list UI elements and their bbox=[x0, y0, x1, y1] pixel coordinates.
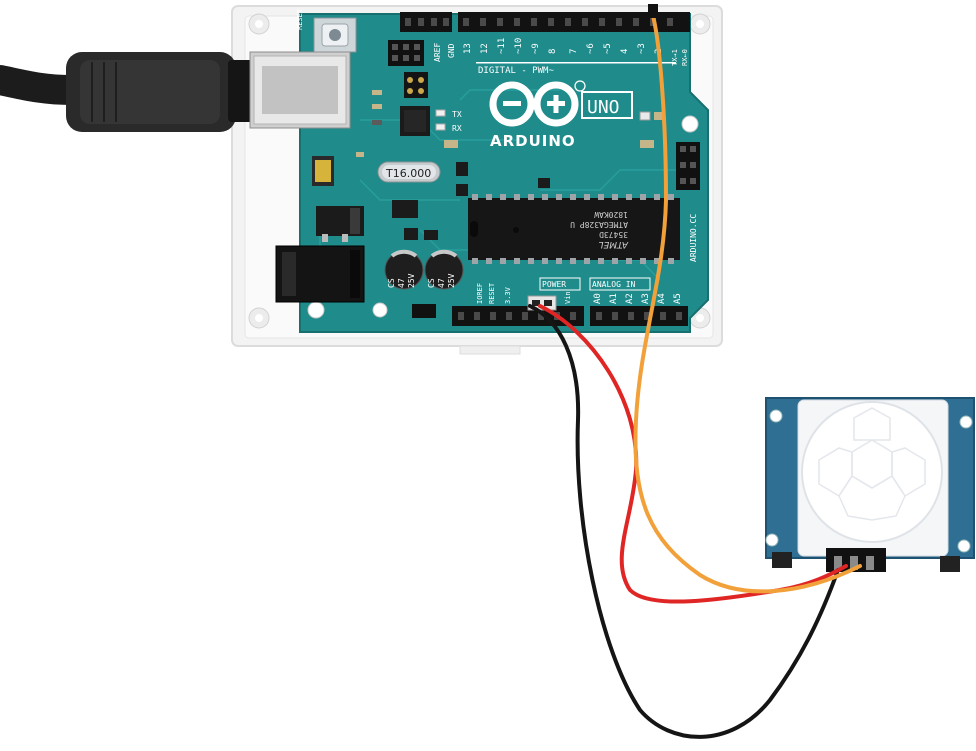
capacitor-text: CS bbox=[387, 278, 396, 288]
icsp-header-right bbox=[676, 142, 700, 190]
arduino-uno-board: RESET AREF GND 13 12 ~11 ~10 bbox=[275, 8, 709, 333]
reset-button bbox=[313, 17, 357, 53]
rx-label: RX bbox=[452, 124, 462, 133]
power-pin-label: IOREF bbox=[476, 283, 484, 304]
capacitor-text: 47 bbox=[397, 278, 406, 288]
icsp-header-top bbox=[388, 40, 424, 66]
capacitor-right bbox=[424, 249, 464, 290]
capacitor-text: 25V bbox=[447, 273, 456, 288]
aref-label: AREF bbox=[433, 43, 442, 62]
capacitor-right-labels: CS 47 25V bbox=[427, 273, 456, 288]
brand-label: ARDUINO bbox=[490, 132, 576, 150]
jumper-wires bbox=[528, 4, 862, 739]
power-pin-label: Vin bbox=[564, 291, 572, 304]
chip-logo: ATMEL bbox=[599, 239, 629, 249]
arduino-logo bbox=[489, 80, 586, 127]
model-label: UNO bbox=[587, 97, 620, 118]
small-components bbox=[356, 72, 662, 318]
digital-pin-label: 12 bbox=[480, 43, 490, 54]
power-pin-label: 3.3V bbox=[504, 286, 512, 304]
crystal-oscillator bbox=[377, 161, 441, 183]
wire-black bbox=[528, 304, 840, 739]
chip-line: ATMEGA328P U bbox=[570, 220, 628, 229]
capacitor-text: 47 bbox=[437, 278, 446, 288]
digital-pin-label: TX→1 bbox=[671, 49, 679, 66]
analog-header bbox=[590, 306, 688, 326]
capacitor-left bbox=[384, 249, 424, 290]
digital-pin-label: 8 bbox=[548, 49, 558, 54]
digital-pin-label: 13 bbox=[463, 43, 473, 54]
pir-motion-sensor bbox=[765, 397, 975, 572]
digital-pin-label: ~10 bbox=[514, 38, 524, 54]
power-pin-labels: IOREF RESET 3.3V Vin bbox=[476, 282, 572, 304]
analog-pin-label: A1 bbox=[609, 293, 619, 304]
capacitor-left-labels: CS 47 25V bbox=[387, 273, 416, 288]
power-label: POWER bbox=[542, 280, 566, 289]
digital-pin-label: 4 bbox=[620, 49, 630, 54]
digital-pin-label: ~3 bbox=[637, 43, 647, 54]
capacitor-text: CS bbox=[427, 278, 436, 288]
tx-label: TX bbox=[452, 110, 462, 119]
analog-pin-labels: A0 A1 A2 A3 A4 A5 bbox=[593, 293, 683, 304]
digital-pin-label: RX←0 bbox=[681, 49, 689, 66]
digital-header bbox=[400, 12, 690, 32]
atmega-chip bbox=[468, 194, 680, 264]
analog-pin-label: A5 bbox=[673, 293, 683, 304]
digital-pin-label: ~9 bbox=[531, 43, 541, 54]
analog-pin-label: A3 bbox=[641, 293, 651, 304]
dc-power-jack bbox=[275, 245, 365, 303]
usb-cable bbox=[0, 51, 351, 132]
digital-pin-label: ~11 bbox=[497, 38, 507, 54]
reset-label: RESET bbox=[296, 8, 304, 30]
digital-label: DIGITAL - PWM~ bbox=[478, 66, 554, 76]
analog-pin-label: A2 bbox=[625, 293, 635, 304]
digital-pin-label: 7 bbox=[569, 49, 579, 54]
url-label: ARDUINO.CC bbox=[689, 214, 698, 262]
analog-label: ANALOG IN bbox=[592, 280, 636, 289]
power-pin-label: RESET bbox=[488, 282, 496, 304]
digital-pin-label: ~5 bbox=[603, 43, 613, 54]
voltage-regulator bbox=[316, 206, 364, 242]
crystal-label: T16.000 bbox=[385, 167, 431, 180]
digital-pin-labels: 13 12 ~11 ~10 ~9 8 7 ~6 ~5 4 ~3 2 TX→1 R… bbox=[463, 38, 689, 66]
chip-line: 35473D bbox=[599, 230, 628, 239]
analog-pin-label: A0 bbox=[593, 293, 603, 304]
capacitor-text: 25V bbox=[407, 273, 416, 288]
chip-markings: ATMEL 35473D ATMEGA328P U 1820KAW bbox=[570, 210, 629, 249]
analog-pin-label: A4 bbox=[657, 293, 667, 304]
wire-orange bbox=[633, 10, 862, 594]
chip-line: 1820KAW bbox=[594, 210, 628, 219]
gnd-label: GND bbox=[447, 43, 456, 58]
digital-pin-label: ~6 bbox=[586, 43, 596, 54]
